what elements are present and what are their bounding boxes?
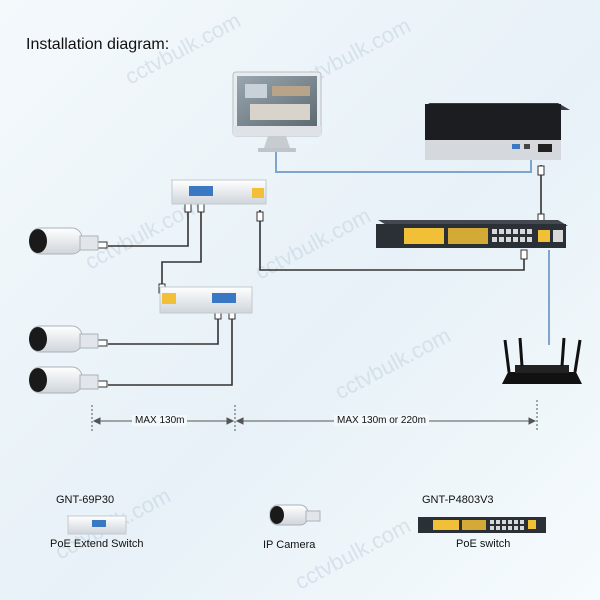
watermark-text-7: cctvbulk.com <box>291 513 415 595</box>
rj45-switch-port <box>520 249 528 260</box>
monitor-icon <box>232 71 322 152</box>
page-title: Installation diagram: <box>26 36 170 53</box>
watermark-text-4: cctvbulk.com <box>251 203 375 285</box>
legend-camera-label: IP Camera <box>263 539 316 551</box>
legend-switch-model: GNT-P4803V3 <box>422 494 494 506</box>
network-links <box>275 152 550 345</box>
legend-extender-model: GNT-69P30 <box>56 494 115 506</box>
ip-camera-1-icon <box>29 227 99 255</box>
ip-camera-2-icon <box>29 325 99 353</box>
rj45-cam1 <box>97 241 108 249</box>
rj45-nvr <box>537 165 545 176</box>
ip-camera-3-icon <box>29 366 99 394</box>
legend-extender-label: PoE Extend Switch <box>50 538 144 550</box>
legend-extender-icon <box>66 515 128 535</box>
poe-extender-bottom-icon <box>158 286 254 314</box>
cable-extender-bottom-camera3 <box>108 318 233 386</box>
cable-extender-top-extender-bottom <box>161 212 202 287</box>
legend-camera-icon <box>269 504 321 526</box>
monitor-nvr-link <box>275 152 532 173</box>
cable-extender-top-camera1 <box>108 212 189 247</box>
rj45-connectors <box>97 165 545 388</box>
rj45-cam3 <box>97 380 108 388</box>
poe-extender-top-icon <box>170 179 268 205</box>
cable-extender-bottom-camera2 <box>108 318 219 345</box>
poe-switch-icon <box>376 220 568 248</box>
watermark-text-5: cctvbulk.com <box>331 323 455 405</box>
nvr-recorder-icon <box>425 103 570 160</box>
wifi-router-icon <box>502 337 582 384</box>
legend-switch-icon <box>418 517 546 533</box>
distance-label-right: MAX 130m or 220m <box>334 415 429 426</box>
legend-switch-label: PoE switch <box>456 538 511 550</box>
cable-switch-extender-top <box>259 210 525 271</box>
distance-label-left: MAX 130m <box>132 415 188 426</box>
rj45-ext-top-in <box>256 211 264 222</box>
rj45-cam2 <box>97 339 108 347</box>
